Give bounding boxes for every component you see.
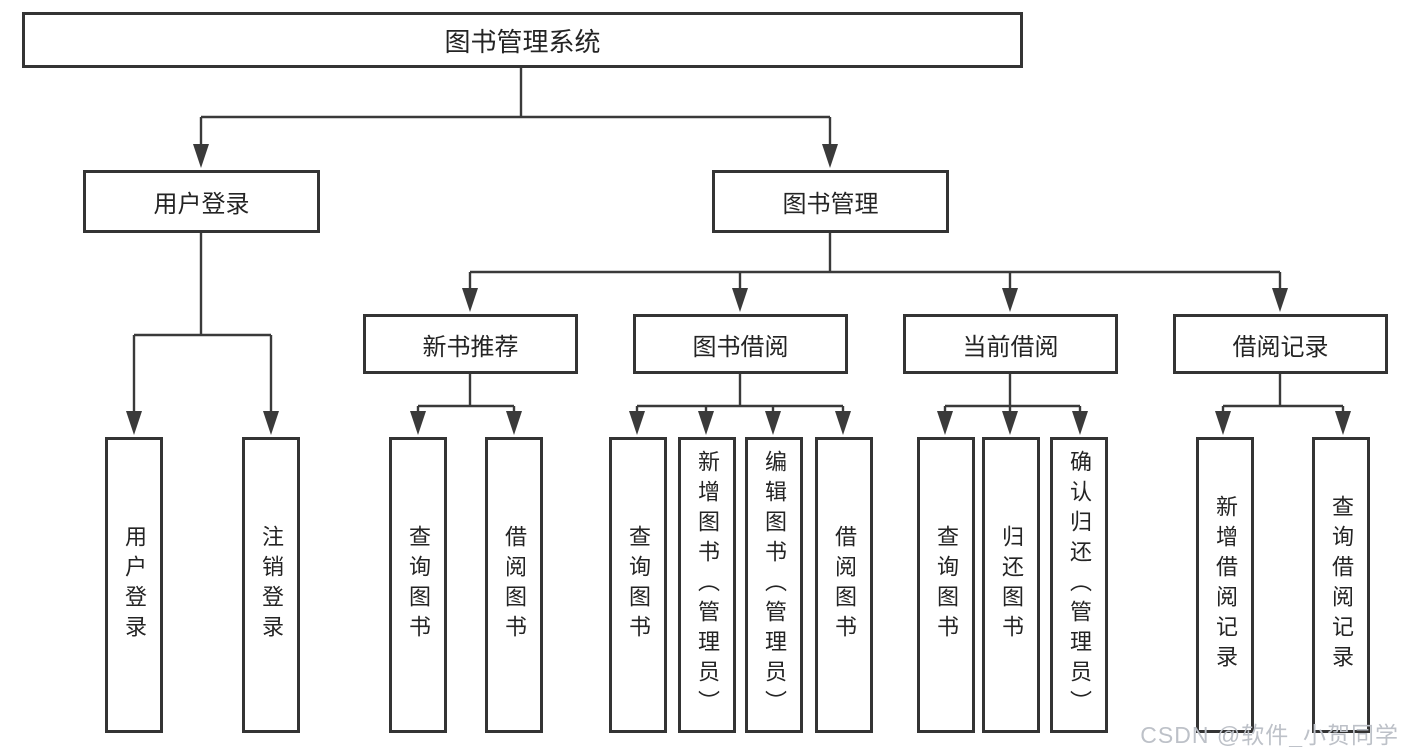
leaf-confirm-return-admin: 确认归还（管理员） bbox=[1050, 437, 1108, 733]
node-current-borrowing: 当前借阅 bbox=[903, 314, 1118, 374]
leaf-borrow-books-recommend: 借阅图书 bbox=[485, 437, 543, 733]
leaf-add-books-admin: 新增图书（管理员） bbox=[678, 437, 736, 733]
node-new-book-recommend-label: 新书推荐 bbox=[422, 333, 519, 361]
node-borrowing-records: 借阅记录 bbox=[1173, 314, 1388, 374]
node-root-label: 图书管理系统 bbox=[444, 26, 601, 57]
leaf-query-borrow-record-label: 查询借阅记录 bbox=[1329, 495, 1354, 675]
node-root: 图书管理系统 bbox=[22, 12, 1023, 68]
leaf-query-books-recommend: 查询图书 bbox=[389, 437, 447, 733]
leaf-add-borrow-record-label: 新增借阅记录 bbox=[1213, 495, 1238, 675]
leaf-borrow-books: 借阅图书 bbox=[815, 437, 873, 733]
node-book-management-label: 图书管理 bbox=[782, 191, 879, 218]
leaf-borrow-books-recommend-label: 借阅图书 bbox=[502, 525, 527, 645]
node-current-borrowing-label: 当前借阅 bbox=[962, 333, 1059, 361]
leaf-edit-books-admin-label: 编辑图书（管理员） bbox=[762, 450, 787, 720]
node-book-borrowing-label: 图书借阅 bbox=[692, 333, 789, 361]
node-book-borrowing: 图书借阅 bbox=[633, 314, 848, 374]
leaf-query-books-current-label: 查询图书 bbox=[934, 525, 959, 645]
leaf-confirm-return-admin-label: 确认归还（管理员） bbox=[1067, 450, 1092, 720]
leaf-edit-books-admin: 编辑图书（管理员） bbox=[745, 437, 803, 733]
leaf-query-books-borrowing-label: 查询图书 bbox=[626, 525, 651, 645]
leaf-query-books-current: 查询图书 bbox=[917, 437, 975, 733]
node-new-book-recommend: 新书推荐 bbox=[363, 314, 578, 374]
leaf-user-login: 用户登录 bbox=[105, 437, 163, 733]
leaf-query-books-borrowing: 查询图书 bbox=[609, 437, 667, 733]
leaf-borrow-books-label: 借阅图书 bbox=[832, 525, 857, 645]
leaf-add-borrow-record: 新增借阅记录 bbox=[1196, 437, 1254, 733]
node-user-login-label: 用户登录 bbox=[153, 191, 250, 218]
leaf-logout-label: 注销登录 bbox=[259, 525, 284, 645]
leaf-user-login-label: 用户登录 bbox=[122, 525, 147, 645]
leaf-query-books-recommend-label: 查询图书 bbox=[406, 525, 431, 645]
leaf-logout: 注销登录 bbox=[242, 437, 300, 733]
csdn-watermark: CSDN @软件_小贺同学 bbox=[1140, 722, 1399, 747]
leaf-return-books-label: 归还图书 bbox=[999, 525, 1024, 645]
leaf-add-books-admin-label: 新增图书（管理员） bbox=[695, 450, 720, 720]
leaf-return-books: 归还图书 bbox=[982, 437, 1040, 733]
node-book-management: 图书管理 bbox=[712, 170, 949, 233]
leaf-query-borrow-record: 查询借阅记录 bbox=[1312, 437, 1370, 733]
node-borrowing-records-label: 借阅记录 bbox=[1232, 333, 1329, 361]
node-user-login: 用户登录 bbox=[83, 170, 320, 233]
